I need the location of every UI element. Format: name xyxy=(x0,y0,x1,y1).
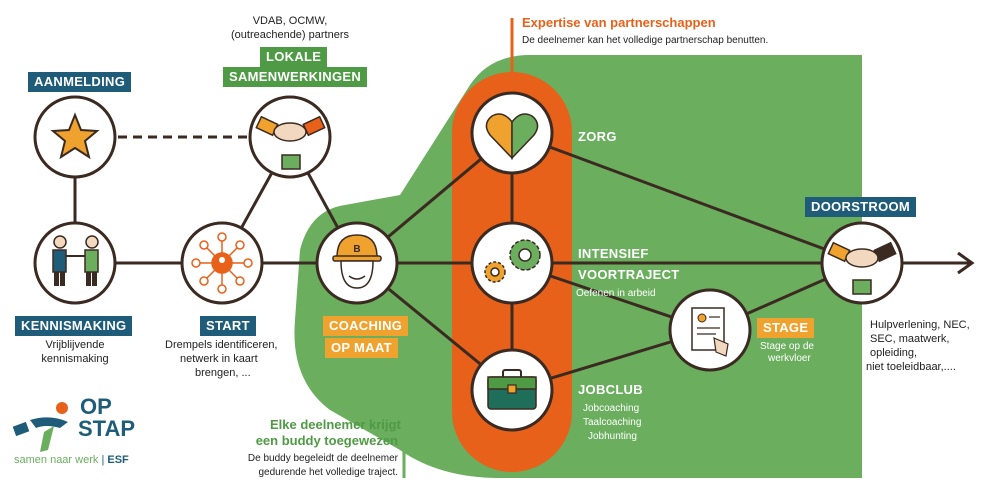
lokale-label: LOKALE xyxy=(260,47,328,67)
handshake-icon xyxy=(255,115,326,170)
coaching-label-1: COACHING xyxy=(323,316,409,336)
node-jobclub[interactable] xyxy=(470,348,554,432)
buddy-desc-2: gedurende het volledige traject. xyxy=(258,467,398,478)
runner-icon xyxy=(12,402,68,452)
node-kennismaking[interactable] xyxy=(33,221,117,305)
green-funnel-area xyxy=(294,55,862,478)
opstap-logo: OP STAP samen naar werk | ESF xyxy=(10,396,140,486)
expertise-subtitle: De deelnemer kan het volledige partnersc… xyxy=(522,35,769,46)
logo-tagline: samen naar werk xyxy=(14,454,99,466)
jobclub-desc2: Taalcoaching xyxy=(583,417,642,428)
stage-desc1: Stage op de xyxy=(760,341,814,352)
doorstroom-label: DOORSTROOM xyxy=(805,197,917,217)
intensief-label-2: VOORTRAJECT xyxy=(578,267,680,282)
stage-label: STAGE xyxy=(757,318,815,338)
aanmelding-label: AANMELDING xyxy=(28,72,132,92)
intensief-desc: Oefenen in arbeid xyxy=(576,288,656,299)
heart-hands-icon xyxy=(485,113,539,160)
buddy-face-icon: B xyxy=(332,234,382,289)
partners-line1: VDAB, OCMW, xyxy=(252,15,328,27)
logo-stap: STAP xyxy=(78,416,136,441)
zorg-label: ZORG xyxy=(578,129,617,144)
network-icon xyxy=(191,232,253,294)
expertise-title: Expertise van partnerschappen xyxy=(522,15,716,30)
intensief-label-1: INTENSIEF xyxy=(578,246,649,261)
doorstroom-desc2: SEC, maatwerk, xyxy=(870,333,950,345)
jobclub-desc3: Jobhunting xyxy=(588,431,637,442)
doorstroom-desc4: niet toeleidbaar,.... xyxy=(866,361,956,373)
star-icon xyxy=(50,112,100,160)
jobclub-desc1: Jobcoaching xyxy=(583,403,640,414)
logo-op: OP xyxy=(80,394,112,419)
node-lokale-samenwerkingen[interactable] xyxy=(248,95,332,179)
doorstroom-desc1: Hulpverlening, NEC, xyxy=(870,319,970,331)
briefcase-icon xyxy=(487,369,537,410)
svg-text:B: B xyxy=(353,244,360,255)
node-zorg[interactable] xyxy=(470,91,554,175)
node-start[interactable] xyxy=(180,221,264,305)
kennismaking-desc2: kennismaking xyxy=(41,353,109,365)
start-desc3: brengen, ... xyxy=(195,367,251,379)
kennismaking-label: KENNISMAKING xyxy=(15,316,133,336)
node-intensief[interactable] xyxy=(470,221,554,305)
logo-esf: ESF xyxy=(107,454,129,466)
start-desc1: Drempels identificeren, xyxy=(165,339,278,351)
buddy-title-1: Elke deelnemer krijgt xyxy=(270,417,401,432)
samenwerkingen-label: SAMENWERKINGEN xyxy=(223,67,368,87)
doorstroom-desc3: opleiding, xyxy=(870,347,918,359)
kennismaking-desc1: Vrijblijvende xyxy=(45,339,105,351)
stage-desc2: werkvloer xyxy=(768,353,811,364)
buddy-title-2: een buddy toegewezen xyxy=(255,433,398,448)
people-handshake-icon xyxy=(52,235,99,286)
handshake-icon xyxy=(827,241,897,295)
buddy-desc-1: De buddy begeleidt de deelnemer xyxy=(247,453,398,464)
partners-line2: (outreachende) partners xyxy=(230,29,349,41)
node-stage[interactable] xyxy=(668,288,752,372)
node-aanmelding[interactable] xyxy=(33,95,117,179)
node-doorstroom[interactable] xyxy=(820,221,904,305)
jobclub-label: JOBCLUB xyxy=(578,382,643,397)
start-label: START xyxy=(200,316,256,336)
cv-document-icon xyxy=(691,307,729,357)
node-coaching[interactable]: B xyxy=(315,221,399,305)
gears-icon xyxy=(484,239,541,283)
start-desc2: netwerk in kaart xyxy=(180,353,258,365)
arrow-head xyxy=(957,251,975,275)
coaching-label-2: OP MAAT xyxy=(325,338,398,358)
